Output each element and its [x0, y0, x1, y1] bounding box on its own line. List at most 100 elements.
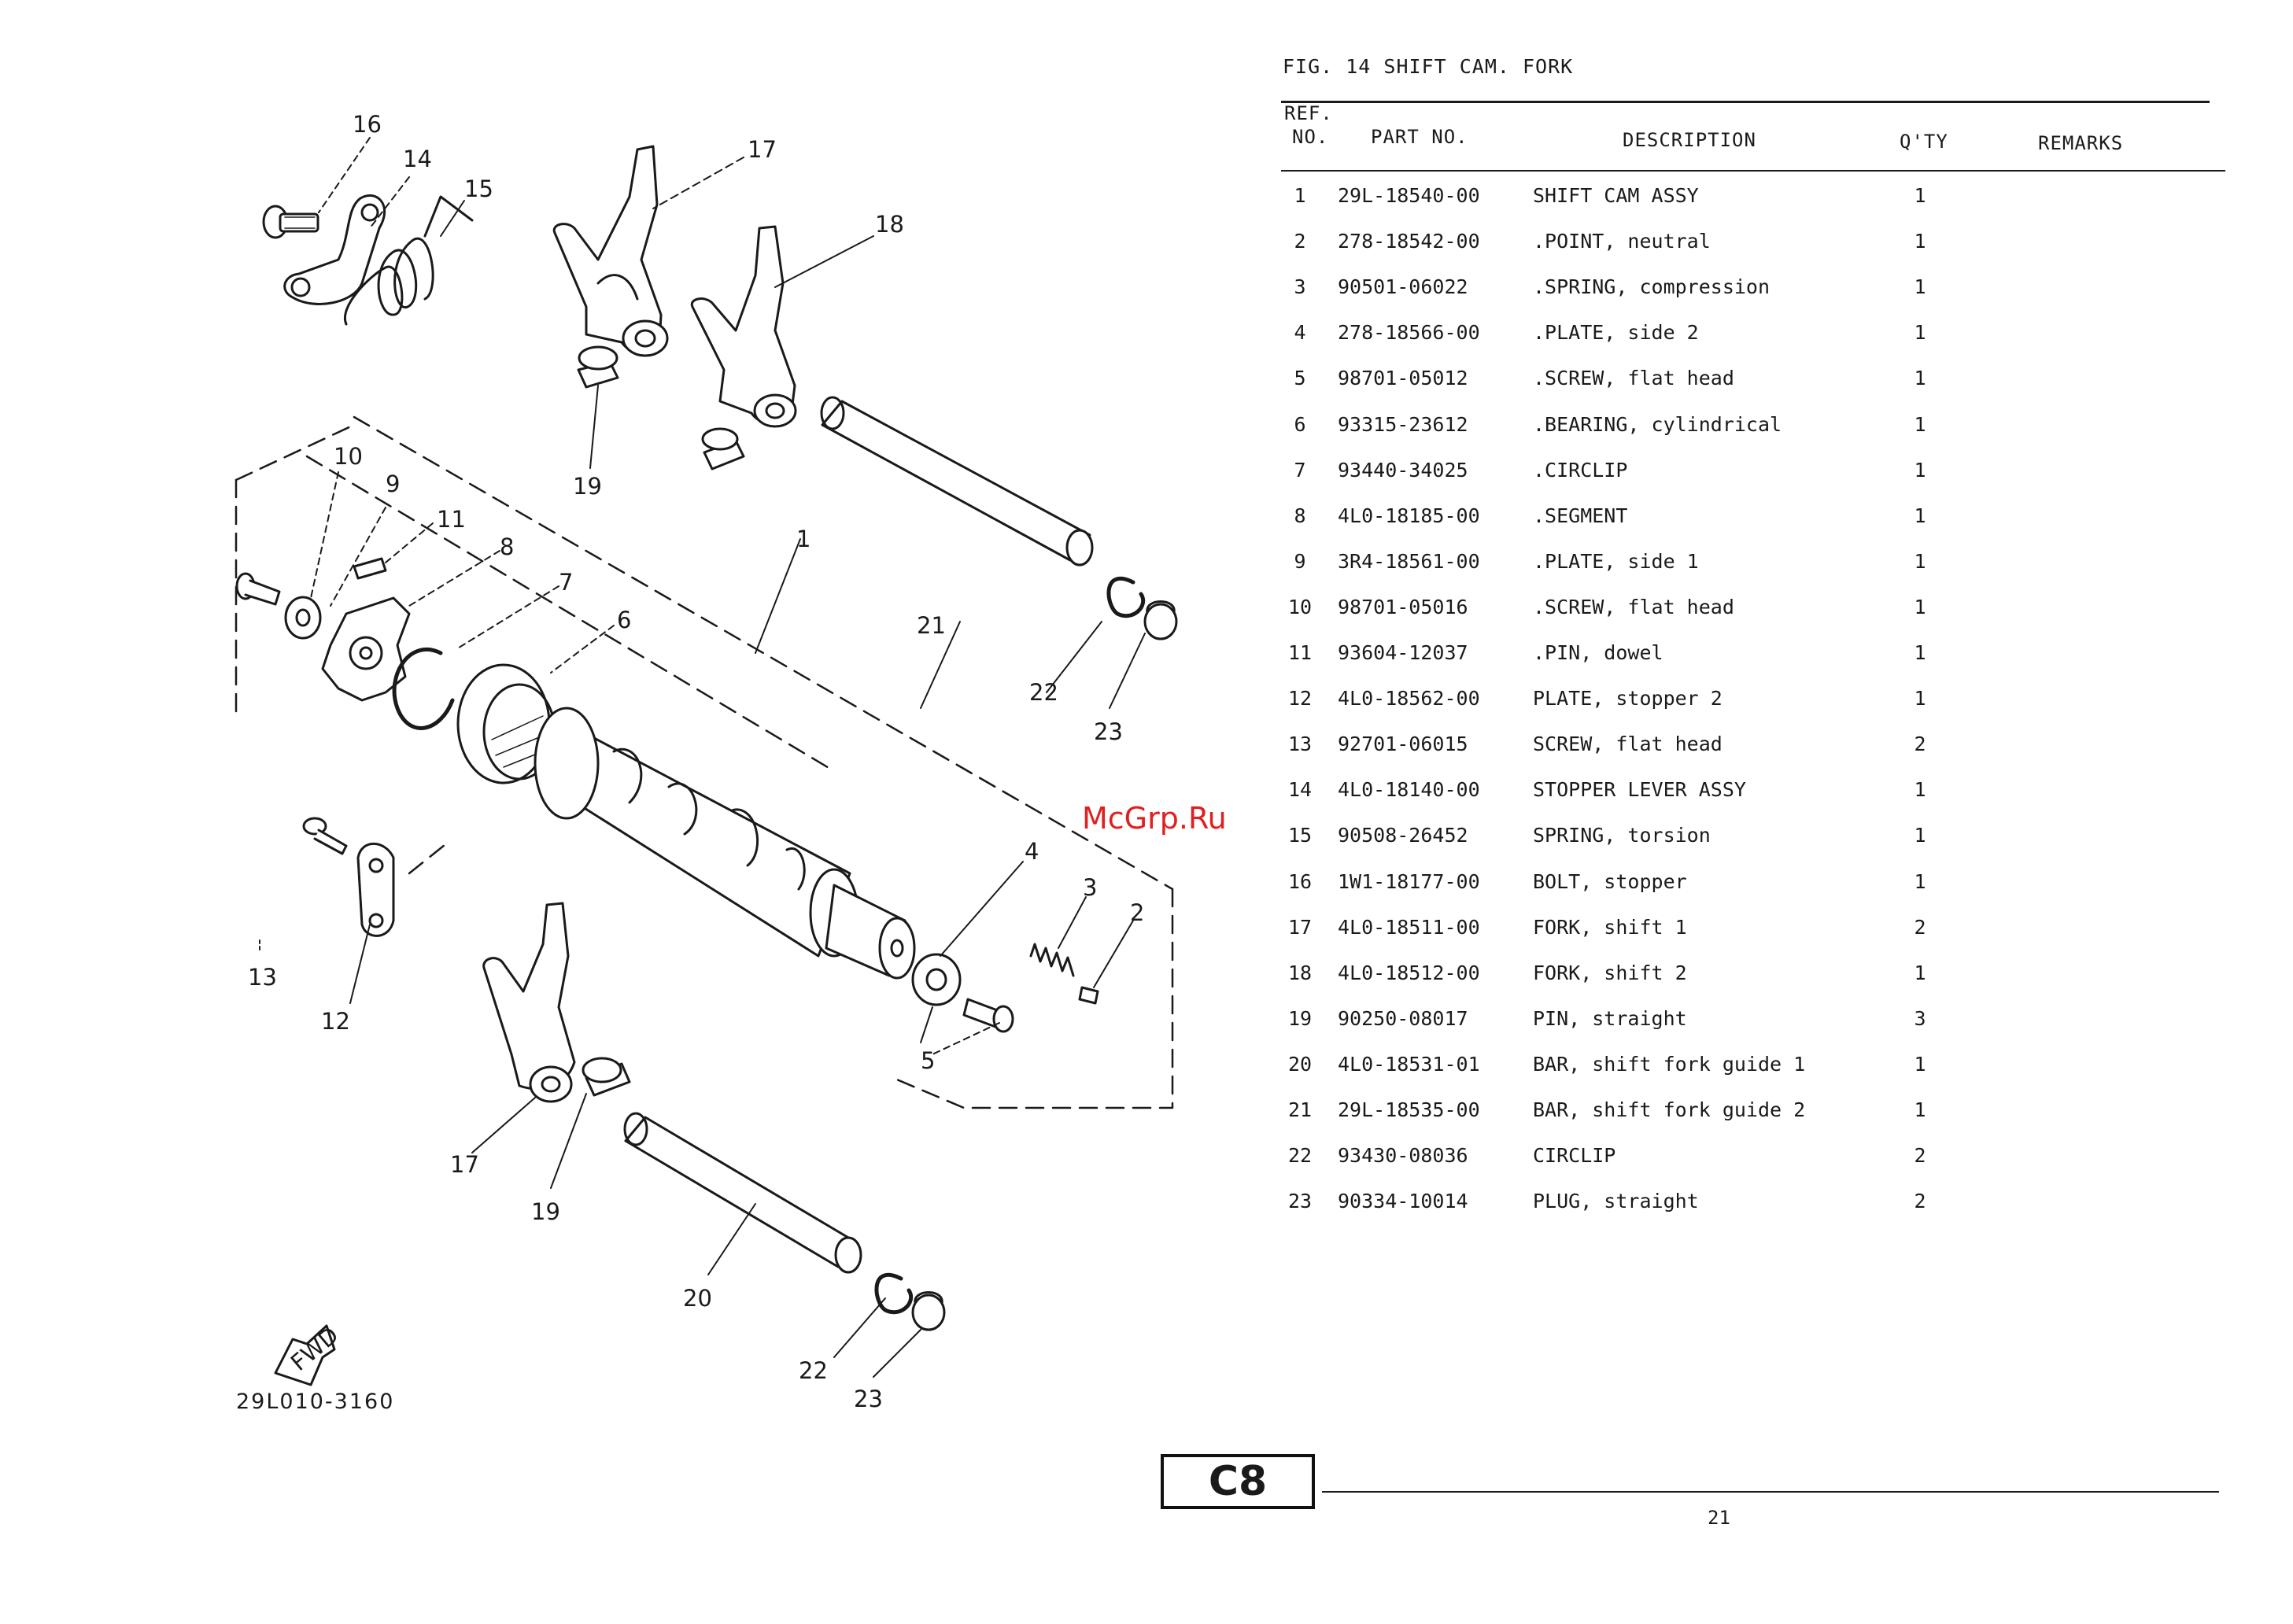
- ref-cell: 20: [1287, 1052, 1313, 1076]
- part-15-torsion-spring: [343, 195, 474, 326]
- header-description: DESCRIPTION: [1623, 129, 1756, 151]
- description-cell: .SCREW, flat head: [1533, 595, 1734, 618]
- exploded-parts-diagram: 16 14 15 17 18 19 10 9 11 8 7 6 1 21 22 …: [234, 111, 1178, 1412]
- callout-6: 6: [617, 607, 631, 633]
- quantity-cell: 1: [1914, 184, 1926, 207]
- ref-cell: 23: [1287, 1190, 1313, 1213]
- header-qty: Q'TY: [1900, 131, 1948, 153]
- callout-23-lower: 23: [854, 1386, 883, 1412]
- part-19-pin-middle: [701, 427, 745, 471]
- header-top-rule: [1281, 101, 2210, 103]
- part-17-shift-fork-upper: [552, 145, 669, 357]
- ref-cell: 12: [1287, 687, 1313, 710]
- watermark: McGrp.Ru: [1082, 801, 1227, 836]
- description-cell: .CIRCLIP: [1533, 458, 1628, 482]
- header-part-no: PART NO.: [1371, 126, 1468, 148]
- description-cell: FORK, shift 1: [1533, 915, 1687, 939]
- part-number-cell: 98701-05016: [1338, 595, 1468, 618]
- callout-10: 10: [334, 443, 363, 470]
- header-ref-line2: NO.: [1292, 126, 1329, 148]
- description-cell: .SEGMENT: [1533, 504, 1628, 527]
- part-2-neutral-point: [1078, 986, 1099, 1005]
- callout-22-lower: 22: [799, 1357, 828, 1384]
- part-16-stopper-bolt: [262, 205, 319, 239]
- part-number-cell: 4L0-18562-00: [1338, 687, 1480, 710]
- quantity-cell: 1: [1914, 687, 1926, 710]
- callout-17: 17: [748, 136, 777, 163]
- part-4-side-plate: [911, 953, 962, 1006]
- part-number-cell: 278-18542-00: [1338, 230, 1480, 253]
- ref-cell: 6: [1294, 412, 1306, 436]
- footer-rule: [1322, 1491, 2219, 1493]
- callout-9: 9: [386, 471, 400, 497]
- description-cell: BAR, shift fork guide 1: [1533, 1052, 1806, 1076]
- description-cell: FORK, shift 2: [1533, 961, 1687, 984]
- part-number-cell: 93604-12037: [1338, 641, 1468, 664]
- assembly-boundary: [234, 415, 1174, 1109]
- callout-8: 8: [500, 533, 514, 560]
- ref-cell: 11: [1287, 641, 1313, 664]
- quantity-cell: 1: [1914, 230, 1926, 253]
- part-number-cell: 278-18566-00: [1338, 321, 1480, 345]
- callout-1: 1: [796, 526, 810, 552]
- callout-15: 15: [464, 175, 493, 202]
- part-number-cell: 4L0-18185-00: [1338, 504, 1480, 527]
- description-cell: .PLATE, side 2: [1533, 321, 1699, 345]
- ref-cell: 21: [1287, 1098, 1313, 1121]
- callout-3: 3: [1083, 874, 1097, 901]
- description-cell: STOPPER LEVER ASSY: [1533, 778, 1746, 802]
- header-bottom-rule: [1281, 170, 2225, 172]
- quantity-cell: 2: [1914, 915, 1926, 939]
- ref-cell: 19: [1287, 1006, 1313, 1030]
- callout-17-lower: 17: [450, 1151, 479, 1178]
- part-number-cell: 4L0-18531-01: [1338, 1052, 1480, 1076]
- ref-cell: 13: [1287, 733, 1313, 756]
- part-number-cell: 29L-18535-00: [1338, 1098, 1480, 1121]
- drawing-code: 29L010-3160: [236, 1390, 395, 1414]
- ref-cell: 5: [1294, 367, 1306, 390]
- ref-cell: 22: [1287, 1144, 1313, 1168]
- description-cell: .BEARING, cylindrical: [1533, 412, 1782, 436]
- part-20-fork-guide-bar: [623, 1112, 862, 1274]
- ref-cell: 15: [1287, 824, 1313, 847]
- quantity-cell: 1: [1914, 1098, 1926, 1121]
- quantity-cell: 1: [1914, 778, 1926, 802]
- part-number-cell: 93315-23612: [1338, 412, 1468, 436]
- callout-16: 16: [353, 111, 382, 138]
- part-cam-shaft-end: [825, 884, 916, 980]
- description-cell: CIRCLIP: [1533, 1144, 1616, 1168]
- ref-cell: 18: [1287, 961, 1313, 984]
- description-cell: .POINT, neutral: [1533, 230, 1711, 253]
- part-21-fork-guide-bar: [820, 396, 1094, 567]
- callout-4: 4: [1025, 838, 1039, 865]
- callout-22-upper: 22: [1029, 679, 1058, 706]
- quantity-cell: 1: [1914, 1052, 1926, 1076]
- part-number-cell: 29L-18540-00: [1338, 184, 1480, 207]
- part-number-cell: 90334-10014: [1338, 1190, 1468, 1213]
- description-cell: PIN, straight: [1533, 1006, 1687, 1030]
- quantity-cell: 3: [1914, 1006, 1926, 1030]
- ref-cell: 1: [1294, 184, 1306, 207]
- ref-cell: 17: [1287, 915, 1313, 939]
- description-cell: .PLATE, side 1: [1533, 549, 1699, 573]
- ref-cell: 7: [1294, 458, 1306, 482]
- callout-14: 14: [403, 146, 432, 172]
- part-1-shift-cam-drum: [534, 707, 859, 958]
- callout-2: 2: [1130, 899, 1144, 926]
- part-number-cell: 90508-26452: [1338, 824, 1468, 847]
- quantity-cell: 1: [1914, 641, 1926, 664]
- callout-5: 5: [921, 1047, 935, 1074]
- part-19-pin-lower: [582, 1057, 631, 1097]
- page-number: 21: [1708, 1507, 1730, 1529]
- callout-19: 19: [573, 473, 602, 500]
- figure-title: FIG. 14 SHIFT CAM. FORK: [1283, 55, 1574, 78]
- description-cell: .PIN, dowel: [1533, 641, 1663, 664]
- part-11-dowel-pin: [353, 557, 387, 580]
- description-cell: SPRING, torsion: [1533, 824, 1711, 847]
- header-remarks: REMARKS: [2038, 132, 2124, 154]
- part-23-plug-lower: [911, 1291, 946, 1331]
- description-cell: SHIFT CAM ASSY: [1533, 184, 1699, 207]
- part-8-segment: [321, 596, 411, 702]
- fwd-arrow-icon: [274, 1324, 336, 1386]
- ref-cell: 3: [1294, 275, 1306, 299]
